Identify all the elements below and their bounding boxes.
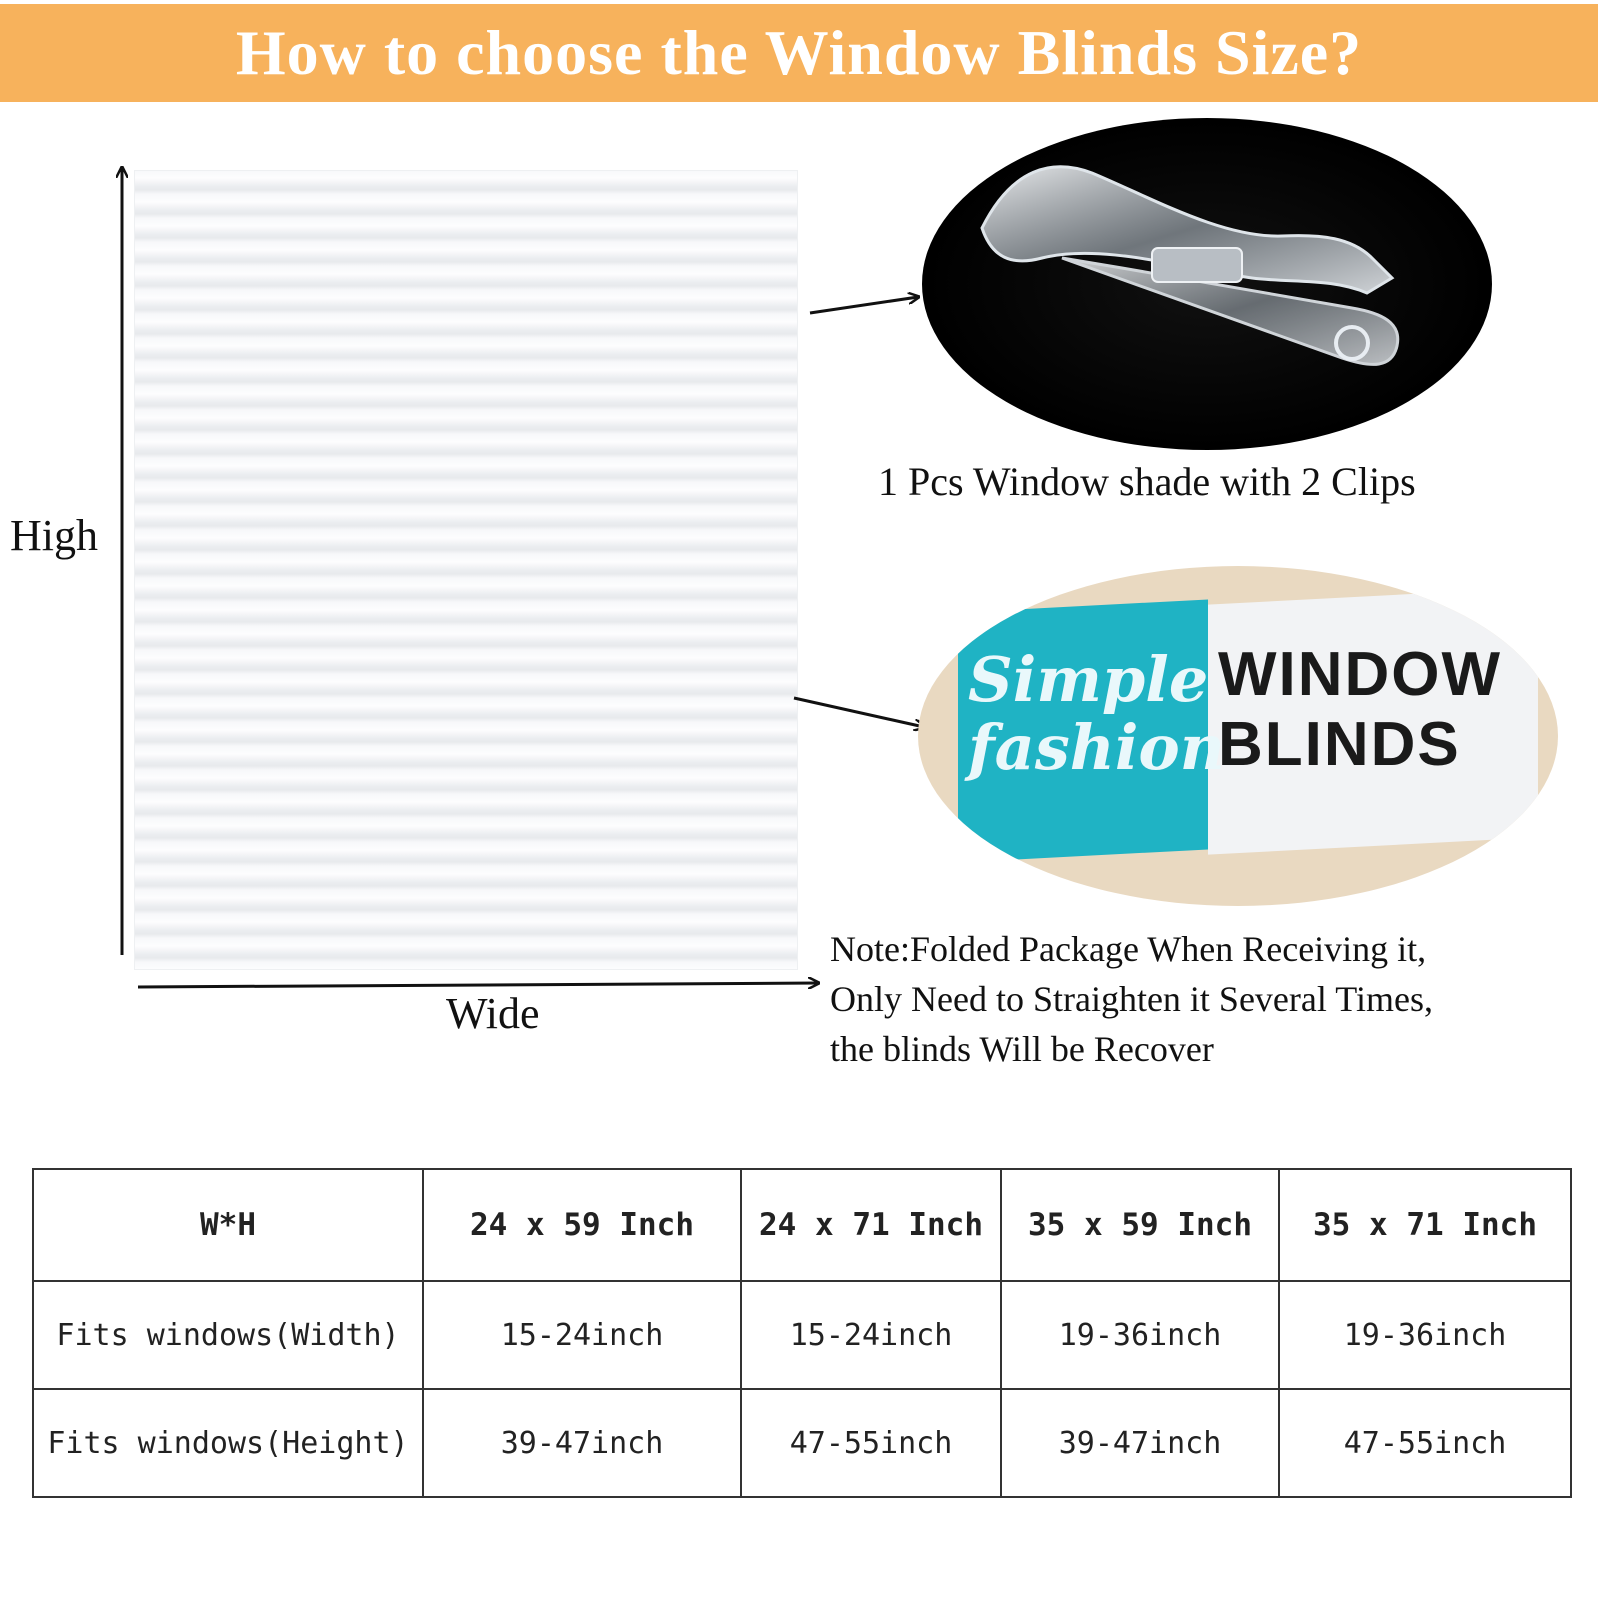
folded-package-note: Note:Folded Package When Receiving it, O… [830, 924, 1433, 1074]
table-cell: 19-36inch [1278, 1280, 1572, 1390]
pleated-blind-image [134, 170, 798, 970]
size-table: W*H 24 x 59 Inch 24 x 71 Inch 35 x 59 In… [32, 1168, 1572, 1498]
table-cell: 47-55inch [740, 1388, 1002, 1498]
note-line-2: Only Need to Straighten it Several Times… [830, 979, 1433, 1019]
note-line-1: Note:Folded Package When Receiving it, [830, 929, 1427, 969]
table-header-cell: 24 x 59 Inch [422, 1168, 742, 1282]
table-header-cell: 24 x 71 Inch [740, 1168, 1002, 1282]
table-cell: 19-36inch [1000, 1280, 1280, 1390]
table-row: Fits windows(Height) 39-47inch 47-55inch… [32, 1388, 1572, 1498]
package-brand-text: WINDOW BLINDS [1218, 640, 1502, 780]
height-label: High [10, 511, 98, 560]
package-brand-line1: WINDOW [1218, 640, 1503, 709]
clip-pointer-arrow [809, 297, 918, 315]
table-header-cell: W*H [32, 1168, 424, 1282]
table-row-label: Fits windows(Width) [32, 1280, 424, 1390]
table-cell: 15-24inch [740, 1280, 1002, 1390]
clip-photo [922, 118, 1492, 450]
width-label: Wide [446, 989, 540, 1038]
table-header-cell: 35 x 71 Inch [1278, 1168, 1572, 1282]
table-header-row: W*H 24 x 59 Inch 24 x 71 Inch 35 x 59 In… [32, 1168, 1572, 1282]
package-script-line1: Simple [968, 643, 1209, 716]
table-header-cell: 35 x 59 Inch [1000, 1168, 1280, 1282]
package-script-logo: Simple fashion [968, 643, 1225, 784]
package-brand-line2: BLINDS [1218, 710, 1461, 779]
package-pointer-arrow [793, 696, 924, 727]
table-cell: 15-24inch [422, 1280, 742, 1390]
package-script-line2: fashion [968, 711, 1225, 784]
table-cell: 47-55inch [1278, 1388, 1572, 1498]
clip-icon [980, 165, 1400, 366]
note-line-3: the blinds Will be Recover [830, 1029, 1214, 1069]
page-title: How to choose the Window Blinds Size? [235, 17, 1363, 88]
table-cell: 39-47inch [422, 1388, 742, 1498]
table-cell: 39-47inch [1000, 1388, 1280, 1498]
clip-caption: 1 Pcs Window shade with 2 Clips [878, 459, 1416, 504]
width-arrow [137, 983, 818, 987]
package-photo: Simple fashion WINDOW BLINDS [918, 566, 1558, 906]
table-row: Fits windows(Width) 15-24inch 15-24inch … [32, 1280, 1572, 1390]
table-row-label: Fits windows(Height) [32, 1388, 424, 1498]
title-banner: How to choose the Window Blinds Size? [0, 4, 1598, 102]
